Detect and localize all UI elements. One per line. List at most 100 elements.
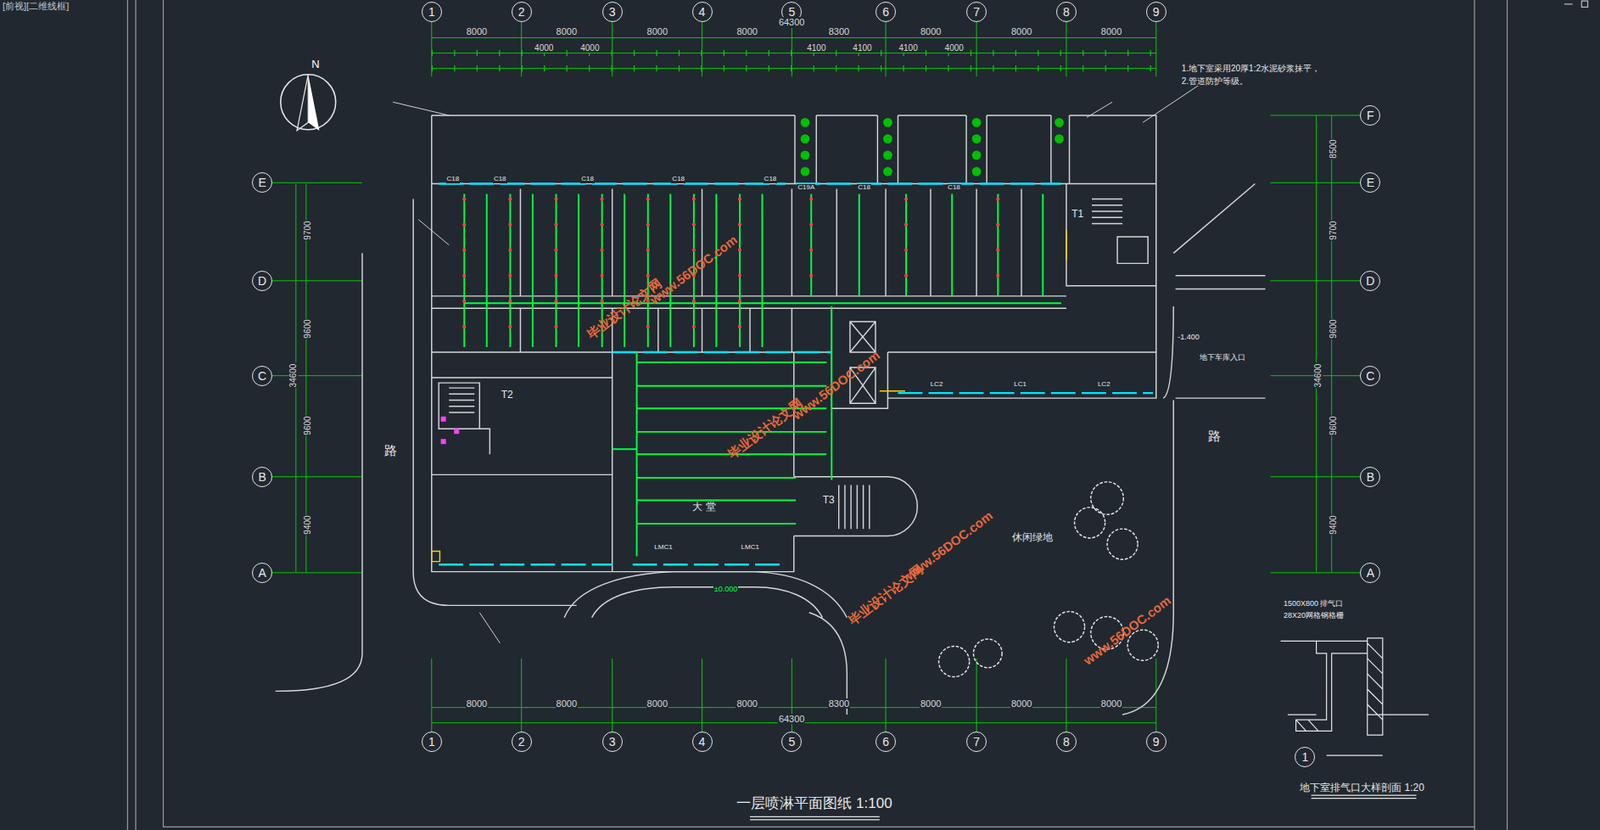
window-tag: C18 [580,175,595,184]
axis-bubble: 8 [1056,731,1077,752]
tree [1090,481,1124,515]
axis-bubble: A [251,562,273,583]
axis-label: F [1366,109,1375,122]
dimension-text: 8000 [646,26,669,37]
entrance-label: 地下车库入口 [1198,353,1247,363]
dimension-text: 8300 [827,26,851,37]
dimension-text: 8500 [1327,138,1338,159]
dimension-text: 4100 [851,43,873,53]
axis-label: 2 [518,5,526,18]
axis-bubble: 2 [511,1,532,23]
axis-bubble: B [1359,466,1381,487]
tree [1074,507,1106,538]
axis-label: B [257,470,266,483]
axis-bubble: 8 [1056,1,1077,23]
dimension-text: 8000 [735,698,758,709]
stair-label: T2 [500,389,515,401]
axis-bubble: C [251,365,273,387]
axis-bubble: 6 [875,1,896,23]
axis-label: 5 [788,735,795,748]
dimension-text: 8000 [735,26,758,37]
area-label: 休闲绿地 [1011,531,1054,543]
dimension-text: 8000 [465,698,488,709]
axis-label: A [257,566,266,579]
axis-label: 4 [699,735,706,748]
axis-bubble: 4 [692,1,713,23]
axis-label: 7 [973,735,980,748]
window-tag: C19A [796,184,816,192]
room-label: 大 堂 [691,501,717,513]
axis-label: 2 [518,735,526,748]
dimension-text: 8000 [1010,26,1033,37]
tree [1053,611,1085,643]
frame-line [127,0,1507,830]
axis-bubble: 6 [875,731,896,752]
stair-label: T1 [1070,208,1085,220]
axis-label: 9 [1152,5,1160,18]
axis-label: 8 [1062,735,1070,748]
note-text: 2.管道防护等级。 [1180,76,1249,86]
sprinkler-pipe [464,194,1062,557]
axis-label: C [257,369,267,382]
dimension-text: 9600 [302,318,313,339]
axis-bubble: F [1359,105,1381,126]
window-tag: C18 [492,175,508,184]
stair-label: T3 [822,494,836,506]
dimension-text: 8000 [555,698,578,709]
fixture [441,416,460,444]
tree [1107,528,1138,560]
window-tag: C18 [671,175,686,184]
axis-label: D [1365,274,1375,287]
axis-label: 1 [1301,750,1309,763]
dimension-text: 4100 [897,43,918,53]
dimension-text: 8000 [919,26,942,37]
north-arrow [296,74,308,131]
window-tag: LMC1 [653,543,673,552]
axis-label: B [1366,470,1375,483]
watermark: www.56DOC.com [901,508,996,584]
axis-label: E [257,176,266,189]
tree [939,645,970,677]
dimension-text: 4000 [579,43,600,53]
axis-bubble: 7 [966,1,987,23]
dimension-text: 8000 [1010,698,1033,709]
axis-label: D [257,274,267,287]
dimension-text: 8000 [1100,698,1123,709]
note-text: 1.地下室采用20厚1:2水泥砂浆抹平， [1180,63,1321,73]
building-wall [431,115,1157,572]
axis-bubble: 9 [1146,731,1167,752]
axis-bubble: D [1359,270,1381,291]
dimension-text: 9700 [302,220,313,241]
axis-label: E [1366,176,1375,189]
axis-label: 3 [609,735,616,748]
axis-bubble: 7 [966,731,987,752]
sprinkler-head [464,199,998,347]
window-tag: LC2 [1096,380,1112,389]
axis-label: 9 [1152,735,1160,748]
axis-bubble: 1 [421,1,442,23]
window-line [438,184,1153,566]
axis-label: 6 [882,5,890,18]
dimension-line [272,21,1360,732]
axis-bubble: 4 [692,731,713,752]
dimension-text: 9600 [1327,318,1338,339]
dimension-text: 4000 [533,43,554,53]
axis-bubble: 5 [781,731,802,752]
window-icon [1564,0,1589,7]
dimension-text: 8300 [827,698,851,709]
axis-bubble: B [251,466,273,487]
dimension-text: 8000 [1100,26,1123,37]
elevation-text: -1.400 [1176,333,1201,342]
watermark: www.56DOC.com [1080,593,1175,669]
axis-label: 5 [788,5,795,18]
elevation-text: ±0.000 [713,585,739,594]
axis-label: A [1366,566,1375,579]
axis-bubble: 2 [511,731,532,752]
detail-section [1281,637,1429,756]
axis-bubble: 3 [602,1,623,23]
window-tag: LMC1 [740,543,761,552]
tree [973,638,1002,668]
axis-label: 6 [882,735,890,748]
window-tag: LC2 [929,380,945,389]
